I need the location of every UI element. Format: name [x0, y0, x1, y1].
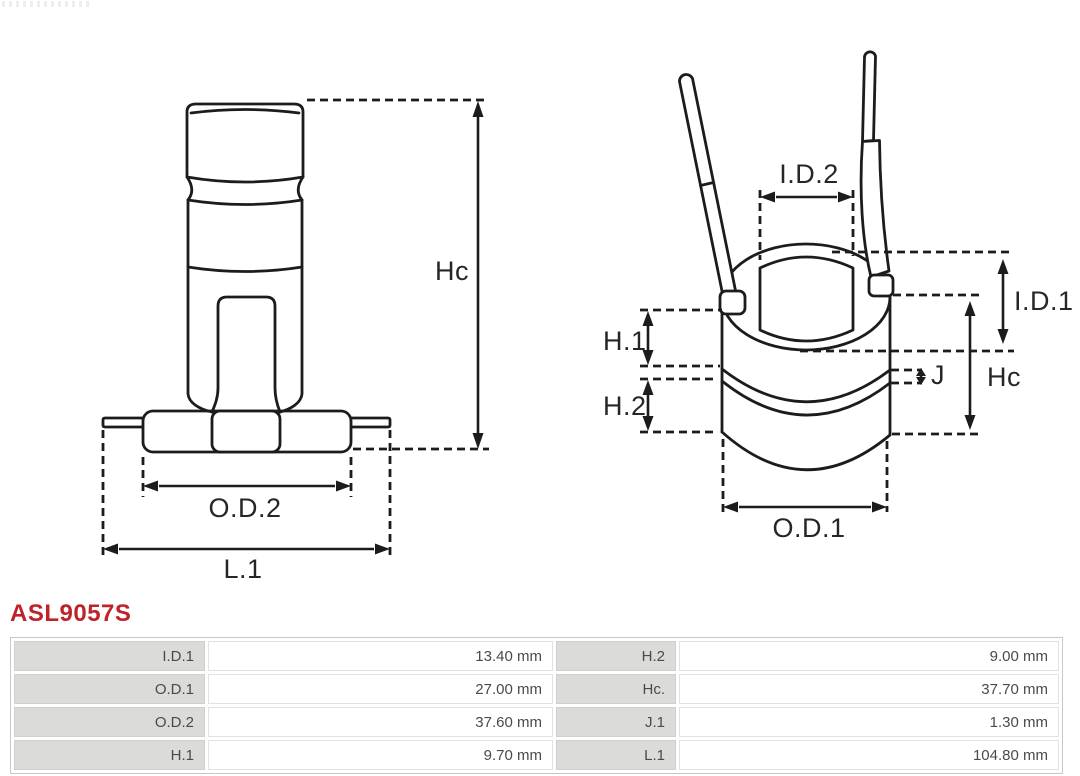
- front-view-drawing: [678, 50, 895, 472]
- spec-value-cell: 1.30 mm: [679, 707, 1059, 737]
- dim-label-id2: I.D.2: [779, 159, 839, 189]
- dim-label-hc-front: Hc: [987, 362, 1021, 392]
- front-view-dimensions: I.D.2 I.D.1 Hc H.1: [603, 159, 1074, 543]
- dim-label-od2: O.D.2: [208, 493, 281, 523]
- spec-value-cell: 13.40 mm: [208, 641, 553, 671]
- spec-value-cell: 37.70 mm: [679, 674, 1059, 704]
- spec-label-cell: L.1: [556, 740, 676, 770]
- spec-value-cell: 27.00 mm: [208, 674, 553, 704]
- spec-label-cell: Hc.: [556, 674, 676, 704]
- truncated-logo-artifact: [2, 1, 90, 7]
- spec-value-cell: 104.80 mm: [679, 740, 1059, 770]
- dim-label-id1: I.D.1: [1014, 286, 1074, 316]
- spec-label-cell: O.D.2: [14, 707, 205, 737]
- side-view-drawing: [101, 102, 392, 454]
- dim-label-hc-side: Hc: [435, 256, 469, 286]
- side-view-dimensions: Hc O.D.2 L.1: [101, 98, 489, 584]
- spec-label-cell: I.D.1: [14, 641, 205, 671]
- spec-label-cell: H.1: [14, 740, 205, 770]
- dim-label-h2: H.2: [603, 391, 647, 421]
- spec-value-cell: 9.00 mm: [679, 641, 1059, 671]
- spec-label-cell: H.2: [556, 641, 676, 671]
- dim-label-od1: O.D.1: [772, 513, 845, 543]
- spec-value-cell: 37.60 mm: [208, 707, 553, 737]
- spec-label-cell: J.1: [556, 707, 676, 737]
- spec-table: I.D.1 13.40 mm H.2 9.00 mm O.D.1 27.00 m…: [10, 637, 1063, 774]
- dim-label-l1: L.1: [223, 554, 262, 584]
- spec-label-cell: O.D.1: [14, 674, 205, 704]
- part-number: ASL9057S: [10, 600, 132, 627]
- technical-drawing: Hc O.D.2 L.1: [101, 50, 1074, 584]
- spec-value-cell: 9.70 mm: [208, 740, 553, 770]
- dim-label-j: J: [931, 360, 945, 390]
- dim-label-h1: H.1: [603, 326, 647, 356]
